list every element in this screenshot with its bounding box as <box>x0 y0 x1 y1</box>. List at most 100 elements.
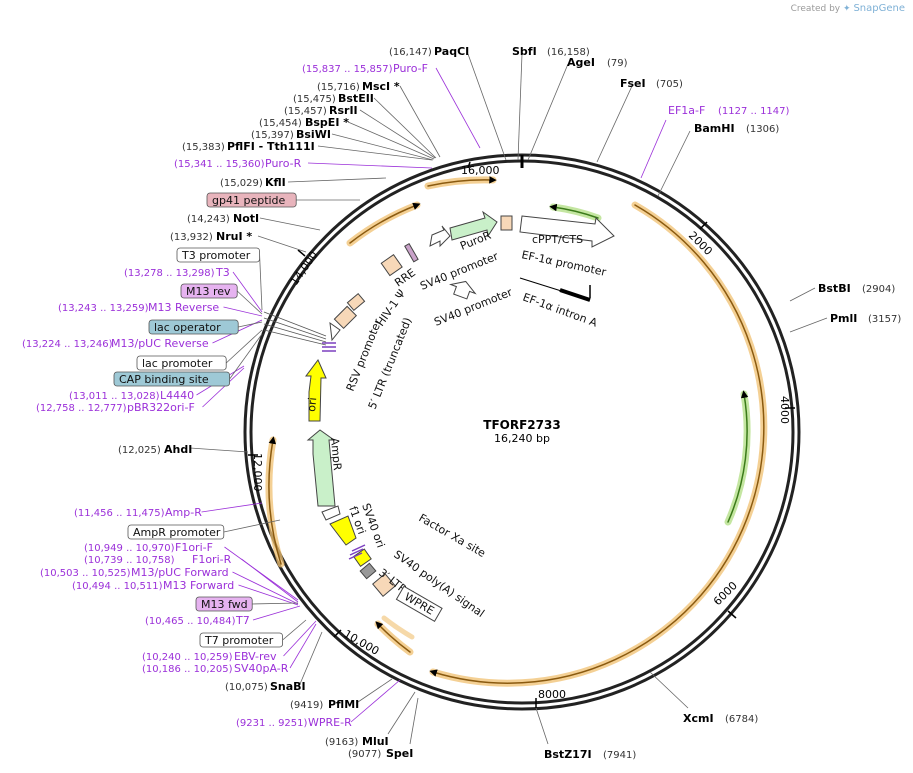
enzyme-position: (12,025) <box>118 445 161 456</box>
enzyme-position: (15,383) <box>182 142 225 153</box>
feature-box <box>136 355 227 371</box>
primer-range: (15,341 .. 15,360) <box>174 159 265 170</box>
primer-pbr322ori-f: pBR322ori-F <box>127 401 195 414</box>
label-ori: ori <box>305 397 319 412</box>
label-factor-xa: Factor Xa site <box>417 511 488 560</box>
enzyme-bspei-: BspEI * <box>305 116 349 129</box>
enzyme-ahdi: AhdI <box>164 443 192 456</box>
primer-range: (13,243 .. 13,259) <box>58 303 149 314</box>
feature-box <box>127 524 225 540</box>
leader-lines <box>189 53 828 745</box>
puror-arrow <box>449 210 498 241</box>
enzyme-position: (10,075) <box>225 682 268 693</box>
enzyme-paqci: PaqCI <box>434 45 469 58</box>
enzyme-pflfi-tth111i: PflFI - Tth111I <box>227 140 315 153</box>
primer-range: (10,949 .. 10,970) <box>84 543 175 554</box>
enzyme-position: (15,716) <box>317 82 360 93</box>
ori-arrow <box>305 359 327 422</box>
enzyme-pflmi: PflMI <box>328 698 359 711</box>
ruler-label-16000: 16,000 <box>461 164 500 177</box>
feature-arcs <box>265 176 768 687</box>
wpre-box <box>395 585 443 623</box>
primer-f1ori-f: F1ori-F <box>175 541 213 554</box>
primer-range: (15,837 .. 15,857) <box>302 64 393 75</box>
label-ef1a-promoter: EF-1α promoter <box>520 248 607 279</box>
primer-m13-reverse: M13 Reverse <box>148 301 219 314</box>
enzyme-msci-: MscI * <box>362 80 400 93</box>
primer-range: (9231 .. 9251) <box>236 718 308 729</box>
primer-range: (13,278 .. 13,298) <box>124 268 215 279</box>
enzyme-bsteii: BstEII <box>338 92 374 105</box>
primer-range: (13,224 .. 13,246) <box>22 339 113 350</box>
feature-cap-binding-site: CAP binding site <box>119 373 209 386</box>
enzyme-bsiwi: BsiWI <box>296 128 331 141</box>
enzyme-position: (2904) <box>862 284 895 295</box>
feature-gp41-peptide: gp41 peptide <box>212 194 286 207</box>
ampr-arrow <box>306 429 336 507</box>
primer-t3: T3 <box>215 266 230 279</box>
feature-ampr-promoter: AmpR promoter <box>133 526 221 539</box>
primer-m13-forward: M13 Forward <box>163 579 234 592</box>
enzyme-agei: AgeI <box>567 56 595 69</box>
primer-puro-r: Puro-R <box>265 157 302 170</box>
primer-f1ori-r: F1ori-R <box>192 553 232 566</box>
enzyme-bamhi: BamHI <box>694 122 735 135</box>
enzyme-position: (14,243) <box>187 214 230 225</box>
ruler-label-4000: 4000 <box>778 396 791 424</box>
primer-puro-f: Puro-F <box>393 62 428 75</box>
enzyme-position: (6784) <box>725 714 758 725</box>
primer-range: (10,465 .. 10,484) <box>145 616 236 627</box>
enzyme-rsrii: RsrII <box>329 104 358 117</box>
primer-range: (10,494 .. 10,511) <box>72 581 163 592</box>
feature-box <box>199 632 283 648</box>
ruler-label-8000: 8000 <box>538 688 566 701</box>
feature-box <box>195 596 253 612</box>
enzyme-sbfi: SbfI <box>512 45 537 58</box>
feature-lac-promoter: lac promoter <box>142 357 213 370</box>
label-cppt: cPPT/CTS <box>532 233 583 246</box>
feature-box <box>206 192 297 208</box>
enzyme-bstbi: BstBI <box>818 282 851 295</box>
enzyme-position: (79) <box>607 58 628 69</box>
primer-amp-r: Amp-R <box>165 506 202 519</box>
enzyme-position: (7941) <box>603 750 636 761</box>
feature-lac-operator: lac operator <box>154 321 221 334</box>
feature-box <box>113 371 230 387</box>
feature-t7-promoter: T7 promoter <box>204 634 274 647</box>
feature-t3-promoter: T3 promoter <box>181 249 251 262</box>
ruler-label-6000: 6000 <box>711 579 740 608</box>
ef1a-promoter-arrow <box>519 215 615 248</box>
primer-range: (10,503 .. 10,525) <box>40 568 131 579</box>
primer-range: (1127 .. 1147) <box>718 106 790 117</box>
enzyme-position: (1306) <box>746 124 779 135</box>
feature-m13-rev: M13 rev <box>186 285 231 298</box>
site-labels: PaqCI(16,147)SbfI(16,158)AgeI(79)FseI(70… <box>22 45 901 761</box>
feature-m13-fwd: M13 fwd <box>201 598 248 611</box>
enzyme-nrui-: NruI * <box>216 230 252 243</box>
primer-ebv-rev: EBV-rev <box>234 650 277 663</box>
enzyme-mlui: MluI <box>362 735 389 748</box>
plasmid-length: 16,240 bp <box>494 432 550 445</box>
enzyme-position: (15,397) <box>251 130 294 141</box>
ruler-label-12000: 12,000 <box>251 453 264 492</box>
enzyme-xcmi: XcmI <box>683 712 714 725</box>
inner-glyphs <box>305 210 615 597</box>
cppt-box <box>500 215 513 231</box>
enzyme-position: (16,158) <box>547 47 590 58</box>
primer-ef1a-f: EF1a-F <box>668 104 705 117</box>
enzyme-kfli: KflI <box>265 176 286 189</box>
primer-l4440: L4440 <box>160 389 194 402</box>
credit-brand: SnapGene <box>853 3 905 14</box>
enzyme-fsei: FseI <box>620 77 646 90</box>
primer-m13-puc-reverse: M13/pUC Reverse <box>111 337 209 350</box>
credit-prefix: Created by <box>790 4 841 14</box>
enzyme-spei: SpeI <box>386 747 413 760</box>
primer-range: (13,011 .. 13,028) <box>69 391 160 402</box>
enzyme-position: (15,454) <box>259 118 302 129</box>
plasmid-name: TFORF2733 <box>483 418 560 432</box>
feature-box <box>148 319 239 335</box>
enzyme-noti: NotI <box>233 212 259 225</box>
enzyme-pmli: PmlI <box>830 312 857 325</box>
feature-box <box>180 283 238 299</box>
